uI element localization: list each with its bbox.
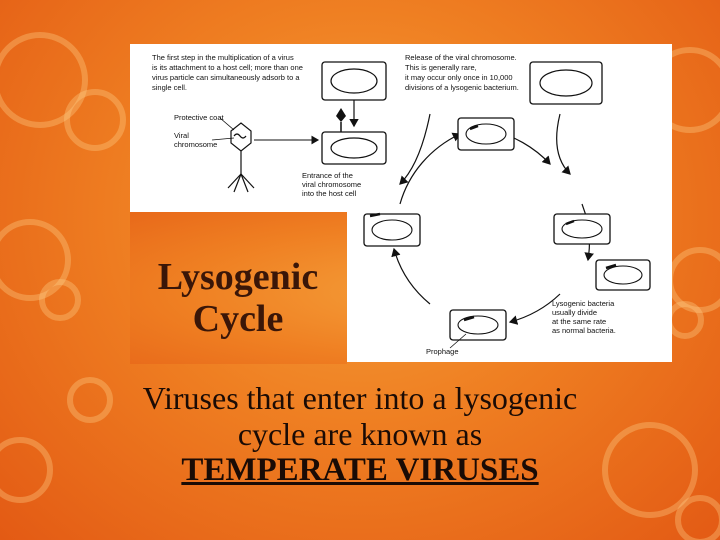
slide-title: Lysogenic Cycle bbox=[120, 256, 356, 340]
cycle-cell-far-right bbox=[595, 259, 651, 291]
prophage-label: Prophage bbox=[426, 347, 459, 356]
cycle-cell-bottom bbox=[449, 309, 507, 341]
step1-caption: The first step in the multiplication of … bbox=[152, 53, 305, 92]
body-line-1: Viruses that enter into a lysogenic bbox=[142, 380, 578, 416]
lysogenic-bacteria-caption: Lysogenic bacteria usually divide at the… bbox=[552, 299, 616, 335]
host-cell-attachment bbox=[321, 61, 387, 101]
protective-coat-label: Protective coat bbox=[174, 113, 225, 122]
title-line-1: Lysogenic bbox=[157, 256, 319, 298]
cycle-cell-right bbox=[553, 213, 611, 245]
bacteriophage-icon bbox=[227, 122, 255, 193]
temperate-viruses-emphasis: TEMPERATE VIRUSES bbox=[181, 452, 539, 488]
cycle-path bbox=[391, 113, 594, 325]
host-cell-release bbox=[529, 61, 603, 105]
viral-chromosome-label: Viral chromosome bbox=[174, 131, 217, 149]
release-caption: Release of the viral chromosome. This is… bbox=[405, 53, 519, 92]
body-line-2: cycle are known as bbox=[237, 416, 483, 452]
host-cell-entrance bbox=[321, 108, 387, 165]
title-area bbox=[130, 212, 347, 364]
entrance-caption: Entrance of the viral chromosome into th… bbox=[302, 171, 363, 198]
cycle-cell-top bbox=[457, 117, 515, 151]
slide-body-text: Viruses that enter into a lysogenic cycl… bbox=[40, 380, 680, 488]
lysogenic-cycle-diagram: The first step in the multiplication of … bbox=[152, 53, 651, 356]
title-line-2: Cycle bbox=[192, 298, 284, 340]
cycle-cell-left bbox=[363, 212, 421, 247]
